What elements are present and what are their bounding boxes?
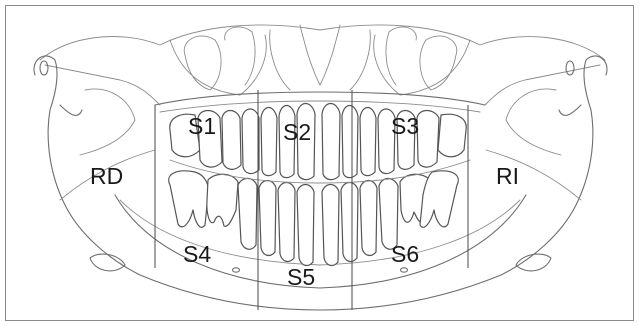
left-mental-foramen: [233, 268, 240, 272]
right-mental-foramen: [401, 268, 408, 272]
left-ramus: [48, 110, 140, 275]
left-coronoid: [80, 89, 135, 155]
upper-right-bud-2: [386, 27, 416, 85]
region-label-s1: S1: [188, 113, 216, 139]
region-label-s6: S6: [391, 241, 419, 267]
upper-right-bud: [420, 36, 457, 90]
left-condyle: [34, 56, 57, 110]
upper-center-bud: [270, 30, 371, 90]
left-zygomatic-arch: [45, 65, 160, 105]
right-sinus: [374, 35, 470, 95]
left-ear-hole: [40, 61, 48, 75]
right-hyoid: [516, 254, 551, 271]
region-label-s2: S2: [283, 119, 311, 145]
left-sinus: [170, 35, 266, 95]
mandible-outer-border: [140, 275, 501, 310]
region-label-ri: RI: [496, 163, 519, 189]
right-condyle: [584, 56, 607, 110]
region-label-s4: S4: [183, 241, 211, 267]
left-hyoid: [90, 254, 125, 271]
right-ramus: [501, 110, 593, 275]
left-ear-detail: [60, 105, 82, 115]
upper-left-bud: [184, 36, 221, 90]
palate-line: [155, 92, 485, 105]
region-label-s5: S5: [287, 264, 315, 290]
upper-skull-outline: [40, 25, 605, 60]
right-ear-detail: [559, 105, 581, 115]
right-ear-hole: [566, 61, 574, 75]
nasal-septum: [300, 25, 340, 85]
right-zygomatic-arch: [485, 65, 600, 105]
region-label-s3: S3: [391, 113, 419, 139]
upper-left-bud-2: [225, 27, 255, 85]
region-label-rd: RD: [90, 163, 123, 189]
right-coronoid: [506, 89, 561, 155]
